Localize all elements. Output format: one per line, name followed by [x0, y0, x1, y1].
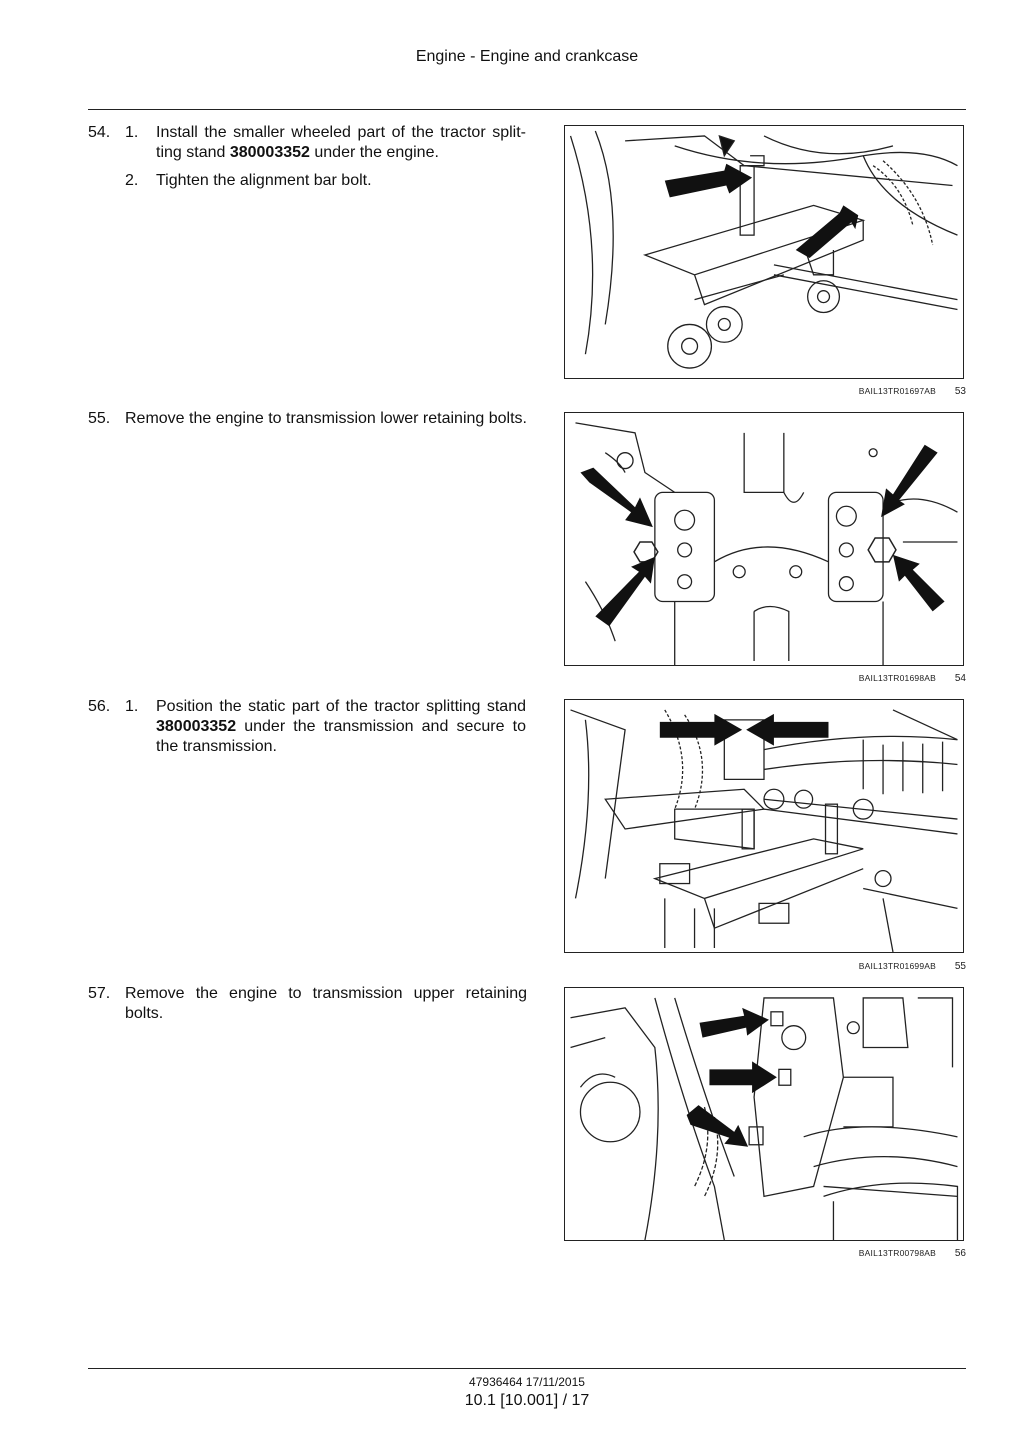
figure-number: 53 — [954, 386, 966, 397]
step-number: 55. — [88, 410, 111, 427]
figure-56-caption: BAIL13TR00798AB 56 — [564, 1248, 966, 1262]
step-number: 56. — [88, 698, 111, 715]
page-header-title: Engine - Engine and crankcase — [415, 48, 639, 65]
footer-doc-ref: 47936464 17/11/2015 — [469, 1375, 585, 1389]
step-54: 54. 1. Install the smaller wheeled part … — [88, 123, 528, 203]
substep-number: 2. — [125, 172, 139, 189]
figure-54-caption: BAIL13TR01698AB 54 — [564, 673, 966, 687]
figure-number: 56 — [954, 1248, 966, 1259]
step-number: 57. — [88, 985, 111, 1002]
step-57: 57. Remove the engine to transmission up… — [88, 984, 528, 1024]
figure-55-caption: BAIL13TR01699AB 55 — [564, 961, 966, 975]
figure-code: BAIL13TR00798AB — [858, 1248, 936, 1258]
figure-code: BAIL13TR01699AB — [858, 961, 936, 971]
figure-55-illustration — [564, 699, 964, 953]
substep-text: Tighten the alignment bar bolt. — [156, 172, 372, 189]
substep-54-1: 1. Install the smaller wheeled part of t… — [88, 123, 528, 163]
footer-rule — [88, 1368, 966, 1369]
step-text: Remove the engine to transmission upper … — [125, 985, 527, 1022]
header-rule — [88, 109, 966, 110]
figure-53-caption: BAIL13TR01697AB 53 — [564, 386, 966, 400]
figure-code: BAIL13TR01697AB — [858, 386, 936, 396]
substep-text: Position the static part of the tractor … — [156, 698, 526, 755]
substep-number: 1. — [125, 698, 139, 715]
step-text: Remove the engine to transmission lower … — [125, 410, 527, 427]
substep-number: 1. — [125, 124, 139, 141]
figure-number: 54 — [954, 673, 966, 684]
figure-54-illustration — [564, 412, 964, 666]
step-number: 54. — [88, 124, 111, 141]
figure-number: 55 — [954, 961, 966, 972]
step-56: 56. 1. Position the static part of the t… — [88, 697, 528, 757]
footer-page-ref: 10.1 [10.001] / 17 — [464, 1392, 590, 1409]
step-55: 55. Remove the engine to transmission lo… — [88, 409, 528, 449]
substep-text: Install the smaller wheeled part of the … — [156, 124, 526, 161]
figure-code: BAIL13TR01698AB — [858, 673, 936, 683]
tool-number: 380003352 — [156, 718, 237, 735]
tool-number: 380003352 — [229, 144, 310, 161]
figure-56-illustration — [564, 987, 964, 1241]
substep-56-1: 1. Position the static part of the tract… — [88, 697, 528, 757]
substep-54-2: 2. Tighten the alignment bar bolt. — [88, 171, 528, 191]
figure-53-illustration — [564, 125, 964, 379]
